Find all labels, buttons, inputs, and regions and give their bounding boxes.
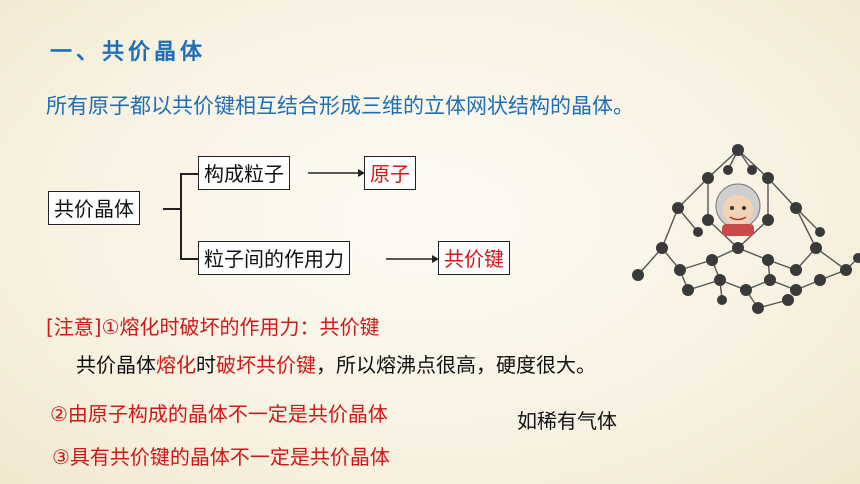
root-box: 共价晶体 [48,191,140,225]
intro-text: 所有原子都以共价键相互结合形成三维的立体网状结构的晶体。 [46,94,634,118]
note-1-part: 时 [196,353,216,377]
mascot-avatar [715,183,761,236]
result-top-box: 原子 [364,156,416,190]
arrow-right-icon [386,255,439,263]
connector-top [180,173,198,175]
arrow-right-icon [308,169,365,177]
slide-heading: 一、共价晶体 [50,40,207,65]
note-2: ②由原子构成的晶体不一定是共价晶体 [50,402,388,426]
branch-top-box: 构成粒子 [198,156,290,190]
connector-root [163,208,180,210]
note-1-part: ，所以熔沸点很高，硬度很大。 [316,353,596,377]
connector-bottom [180,258,198,260]
note-1-emphasis: 破坏共价键 [216,353,316,377]
result-bottom-box: 共价键 [438,241,510,275]
note-1-emphasis: 熔化 [156,353,196,377]
note-1-detail: 共价晶体熔化时破坏共价键，所以熔沸点很高，硬度很大。 [76,349,596,378]
note-1-part: 共价晶体 [76,353,156,377]
crystal-lattice-illustration [632,144,860,314]
note-3: ③具有共价键的晶体不一定是共价晶体 [52,445,390,469]
connector-vertical [180,173,182,258]
note-1-title: [注意]①熔化时破坏的作用力：共价键 [46,315,380,339]
note-2-example: 如稀有气体 [517,409,617,433]
branch-bottom-box: 粒子间的作用力 [198,241,350,275]
